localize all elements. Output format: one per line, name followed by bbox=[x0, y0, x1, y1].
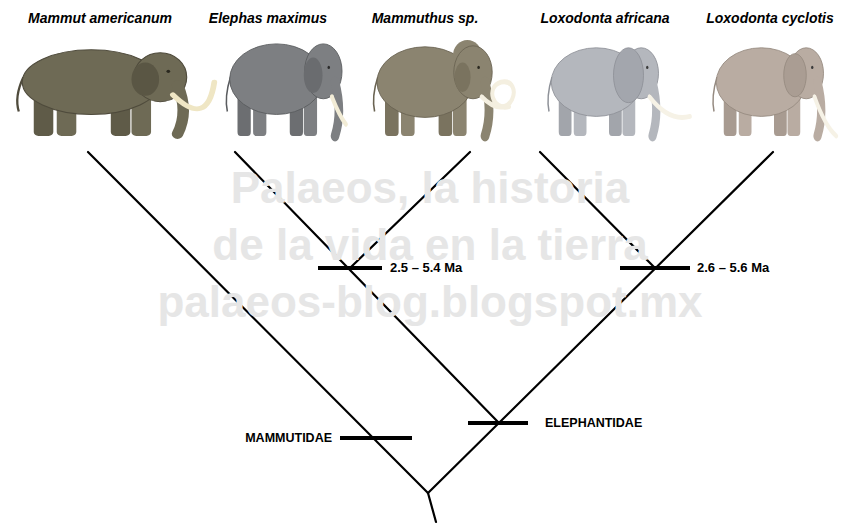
asian-elephant-figure bbox=[226, 44, 346, 136]
watermark-text: Palaeos, la historia bbox=[231, 163, 630, 214]
mastodon-figure bbox=[17, 50, 214, 136]
species-name: Elephas maximus bbox=[209, 10, 327, 26]
species-name: Loxodonta africana bbox=[540, 10, 669, 26]
forest-elephant-figure bbox=[713, 48, 836, 136]
species-name: Mammut americanum bbox=[28, 10, 172, 26]
species-name: Mammuthus sp. bbox=[372, 10, 479, 26]
savanna-elephant-figure bbox=[548, 48, 690, 136]
mammoth-figure bbox=[374, 40, 514, 136]
tree-branches bbox=[88, 152, 773, 522]
watermark-text: de la vida en la tierra bbox=[212, 220, 647, 271]
clade-name: MAMMUTIDAE bbox=[243, 431, 334, 445]
divergence-date: 2.6 – 5.6 Ma bbox=[695, 261, 771, 276]
clade-name: ELEPHANTIDAE bbox=[543, 416, 644, 430]
species-name: Loxodonta cyclotis bbox=[706, 10, 834, 26]
watermark-text: palaeos-blog.blogspot.mx bbox=[157, 277, 702, 328]
